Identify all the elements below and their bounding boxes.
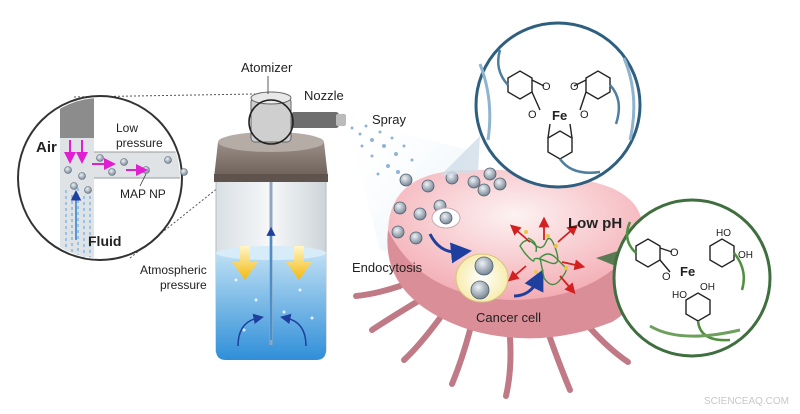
svg-text:O: O (670, 247, 679, 259)
np-5 (483, 167, 497, 181)
oh-label-2: OH (738, 250, 753, 261)
fluid-label: Fluid (88, 233, 121, 249)
np-10 (391, 225, 405, 239)
release-arrow (513, 269, 544, 298)
top-oxygen-labels: O O O O (528, 81, 589, 121)
np-4 (467, 175, 481, 189)
fe-tris-catechol-structure (478, 49, 636, 174)
watermark: SCIENCEAQ.COM (704, 396, 789, 407)
oh-label-1: HO (716, 228, 731, 239)
atomizer-label: Atomizer (241, 60, 293, 75)
atomizer-bottle: Atomizer Nozzle Atmospheric pressure (140, 60, 346, 360)
atomizer-zoom-circle (248, 99, 294, 145)
low-pressure-label-2: pressure (116, 136, 163, 150)
pressure-arrow-left (232, 246, 258, 280)
atmospheric-label-1: Atmospheric (140, 263, 207, 277)
nozzle-label: Nozzle (304, 88, 344, 103)
pressure-arrow-right (286, 246, 312, 280)
fe-label-bottom: Fe (680, 264, 695, 279)
svg-text:O: O (528, 109, 537, 121)
endocytosis-pocket: Endocytosis (352, 207, 472, 275)
np-6 (477, 183, 491, 197)
fe-label-top: Fe (552, 108, 567, 123)
polymer-release: Low pH (507, 215, 622, 295)
spray-label: Spray (372, 112, 406, 127)
low-ph-label: Low pH (568, 215, 622, 232)
release-red-arrows (507, 216, 586, 295)
liquid-bubbles (234, 278, 314, 332)
map-np-label: MAP NP (120, 187, 166, 201)
fe-catechol-structure (625, 221, 745, 342)
np-8 (393, 201, 407, 215)
bottom-molecule-view: O O Fe HO OH HO OH (596, 198, 772, 358)
air-arrows (64, 140, 148, 176)
air-label: Air (36, 139, 57, 156)
atmospheric-label-2: pressure (160, 278, 207, 292)
low-pressure-label-1: Low (116, 121, 138, 135)
svg-text:O: O (662, 271, 671, 283)
endosome-vesicle (455, 253, 544, 303)
oh-label-4: OH (700, 282, 715, 293)
np-2 (421, 179, 435, 193)
spray-droplets (350, 124, 414, 176)
svg-text:O: O (542, 81, 551, 93)
cancer-cell-label: Cancer cell (476, 310, 541, 325)
np-11 (409, 231, 423, 245)
np-1 (399, 173, 413, 187)
endocytosis-label: Endocytosis (352, 260, 423, 275)
oh-label-3: HO (672, 290, 687, 301)
bottom-oxygen-labels: O O (662, 247, 679, 283)
inset-venturi-view: Air Low pressure MAP NP Fluid (17, 93, 269, 261)
np-9 (413, 207, 427, 221)
svg-text:O: O (570, 81, 579, 93)
endocytosis-arrow (428, 233, 472, 264)
np-7 (493, 177, 507, 191)
nanoparticles (391, 167, 507, 245)
top-molecule-view: O O O O Fe (440, 21, 642, 189)
svg-text:O: O (580, 109, 589, 121)
